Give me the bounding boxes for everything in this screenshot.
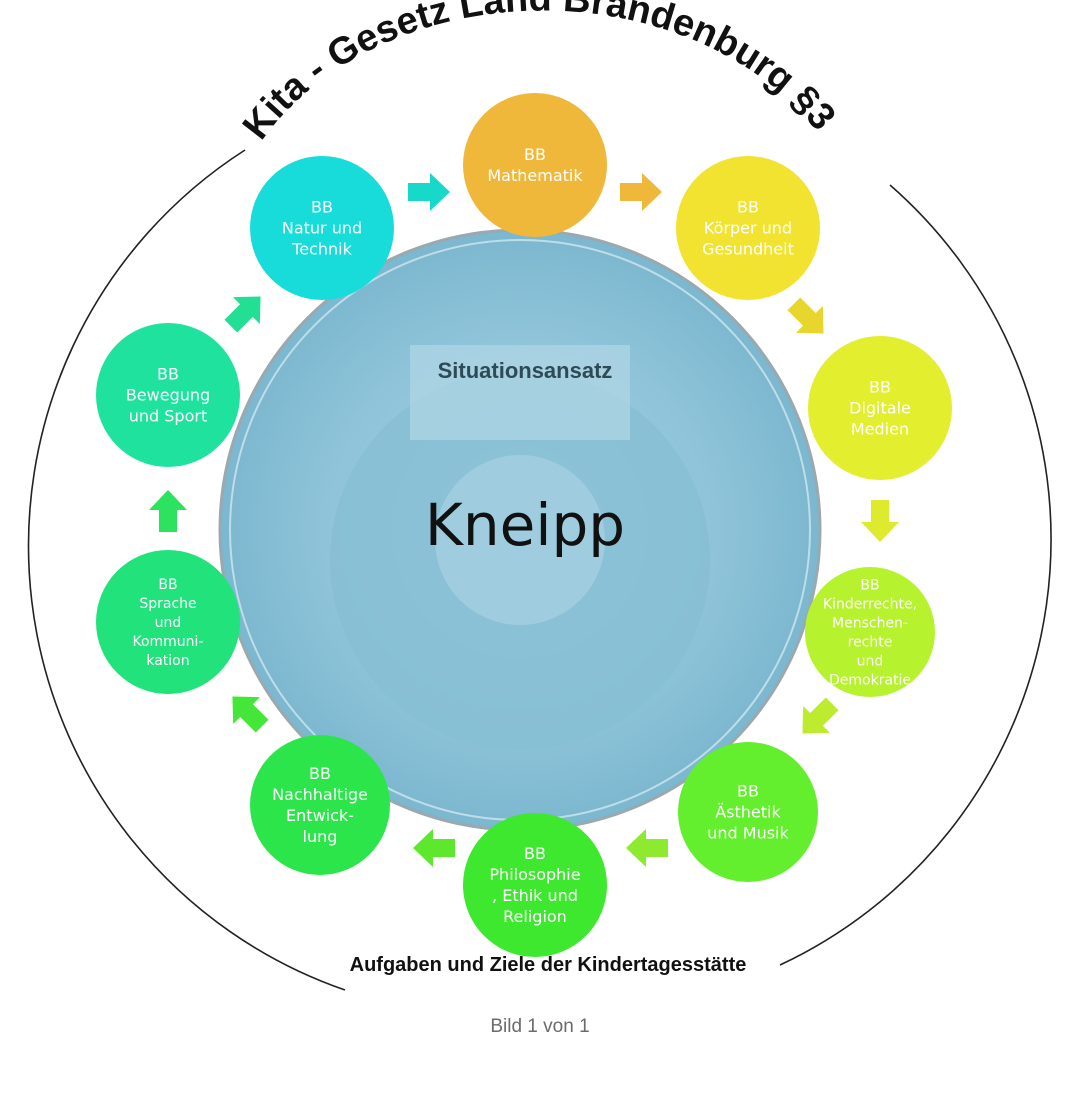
flow-arrow [224,296,261,333]
center-label: Kneipp [425,491,625,559]
flow-arrow [802,697,839,734]
bb-node-label-line: Entwick- [286,806,354,825]
bb-node-label-line: BB [524,844,546,863]
bb-node-circle [678,742,818,882]
bb-node-label-line: Kinderrechte, [823,596,917,612]
outer-ring-right-arc [779,184,1052,966]
bb-node-label-line: Nachhaltige [272,785,368,804]
bb-node-label-line: Gesundheit [702,240,794,259]
bb-node-label-line: und Sport [129,407,207,426]
bb-node-label-line: und [857,653,884,669]
bb-node-label-line: Natur und [282,219,362,238]
bb-node-label-line: BB [311,198,333,217]
bb-node-label-line: BB [737,198,759,217]
bb-node-label-line: Bewegung [126,386,210,405]
center-circle [218,228,822,832]
flow-arrow [413,829,455,867]
outer-ring-left-arc [27,149,346,991]
bottom-label: Aufgaben und Ziele der Kindertagesstätte [350,954,747,976]
bb-node-label-line: BB [524,145,546,164]
flow-arrow [149,490,187,532]
bb-node-label-line: BB [860,577,879,593]
bb-node-bewegung: BB Bewegung und Sport [96,323,240,467]
bb-node-label-line: BB [157,365,179,384]
bb-node-circle [805,567,935,697]
bb-node-circle [676,156,820,300]
flow-arrow [232,696,269,733]
bb-node-circle [808,336,952,480]
bb-node-label-line: Körper und [704,219,792,238]
bb-node-label-line: Sprache [139,596,196,612]
bb-node-label-line: BB [309,764,331,783]
bb-node-label-line: lung [303,827,338,846]
bb-node-label-line: und Musik [707,824,789,843]
image-caption: Bild 1 von 1 [490,1016,590,1037]
bb-node-label-line: kation [146,653,189,669]
bb-node-label-line: BB [158,577,177,593]
bb-node-circle [250,156,394,300]
flow-arrow [861,500,899,542]
bb-node-circle [250,735,390,875]
flow-arrow [787,297,824,334]
bb-node-circle [96,550,240,694]
bb-node-label-line: und [155,615,182,631]
flow-arrow [408,173,450,211]
bb-node-label-line: Mathematik [487,166,583,185]
bb-node-label-line: Religion [503,907,567,926]
bb-node-label-line: Kommuni- [132,634,203,650]
bb-node-label-line: BB [869,378,891,397]
bb-node-label-line: Philosophie [489,865,580,884]
bb-node-label-line: Digitale [849,399,911,418]
bb-node-label-line: Ästhetik [715,803,781,822]
flow-arrow [620,173,662,211]
bb-node-aesthetik: BB Ästhetik und Musik [678,742,818,882]
bb-node-label-line: Menschen- [832,615,908,631]
bb-node-circle [463,813,607,957]
bb-node-label-line: Demokratie [829,672,911,688]
bb-node-mathematik: BB Mathematik [463,93,607,237]
bb-node-circle [463,93,607,237]
bb-node-label-line: rechte [848,634,893,650]
flow-arrow [626,829,668,867]
bb-node-kinderrechte: BB Kinderrechte, Menschen-rechte undDemokra… [805,567,935,697]
bb-node-label-line: , Ethik und [492,886,578,905]
inner-ring-label: Situationsansatz [438,358,613,383]
bb-node-circle [96,323,240,467]
arrows [149,173,899,867]
bb-node-label-line: Medien [851,420,909,439]
bb-node-label-line: BB [737,782,759,801]
bb-node-label-line: Technik [291,240,352,259]
